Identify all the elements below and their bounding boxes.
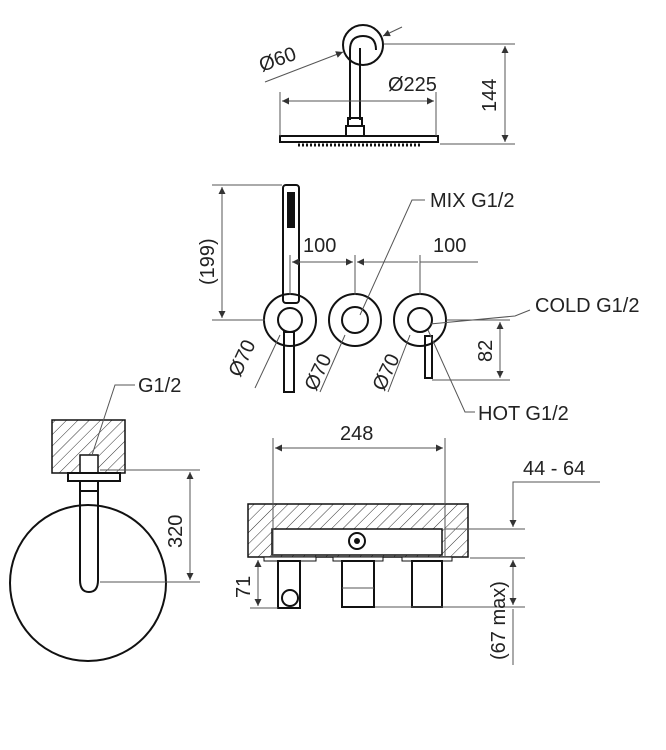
shower-arm (349, 34, 377, 120)
rosette-2 (328, 293, 382, 347)
rosette-2-diameter: Ø70 (301, 351, 337, 395)
rosette-3 (393, 293, 447, 347)
shower-head-view: Ø60 Ø225 144 (256, 24, 515, 147)
rosette-1-diameter: Ø70 (225, 337, 261, 381)
rosette-side (9, 504, 167, 662)
cold-label: COLD G1/2 (535, 295, 639, 317)
rosette-3-diameter: Ø70 (369, 351, 405, 395)
wall-flange (342, 24, 384, 66)
spout-side-view: G1/2 320 (9, 375, 200, 662)
head-diameter-label: Ø225 (388, 74, 437, 96)
connection-label: G1/2 (138, 375, 181, 397)
offset-label: 82 (475, 340, 497, 362)
hand-shower-height-label: (199) (197, 238, 219, 285)
width-label: 248 (340, 423, 373, 445)
rosette-1 (263, 293, 317, 347)
wall-depth-label: 44 - 64 (523, 458, 585, 480)
hand-shower (282, 184, 300, 304)
spacing-2-label: 100 (433, 235, 466, 257)
shower-head-plate (279, 135, 439, 143)
section-view: 248 44 - 64 (67 max) 71 (233, 423, 600, 665)
mixer-front-view: (199) 100 100 MIX G1/2 COLD G1/2 HOT G1/… (197, 184, 639, 425)
hot-label: HOT G1/2 (478, 403, 569, 425)
max-projection-label: (67 max) (488, 581, 510, 660)
spout-section (277, 560, 301, 609)
mixer-body-section (341, 560, 375, 608)
valve-section (411, 560, 443, 608)
height-label: 144 (479, 79, 501, 112)
projection-label: 71 (233, 576, 255, 598)
spacing-1-label: 100 (303, 235, 336, 257)
mix-label: MIX G1/2 (430, 190, 514, 212)
spout (79, 491, 99, 594)
spout-height-label: 320 (165, 515, 187, 548)
wall-hatch (51, 419, 126, 474)
